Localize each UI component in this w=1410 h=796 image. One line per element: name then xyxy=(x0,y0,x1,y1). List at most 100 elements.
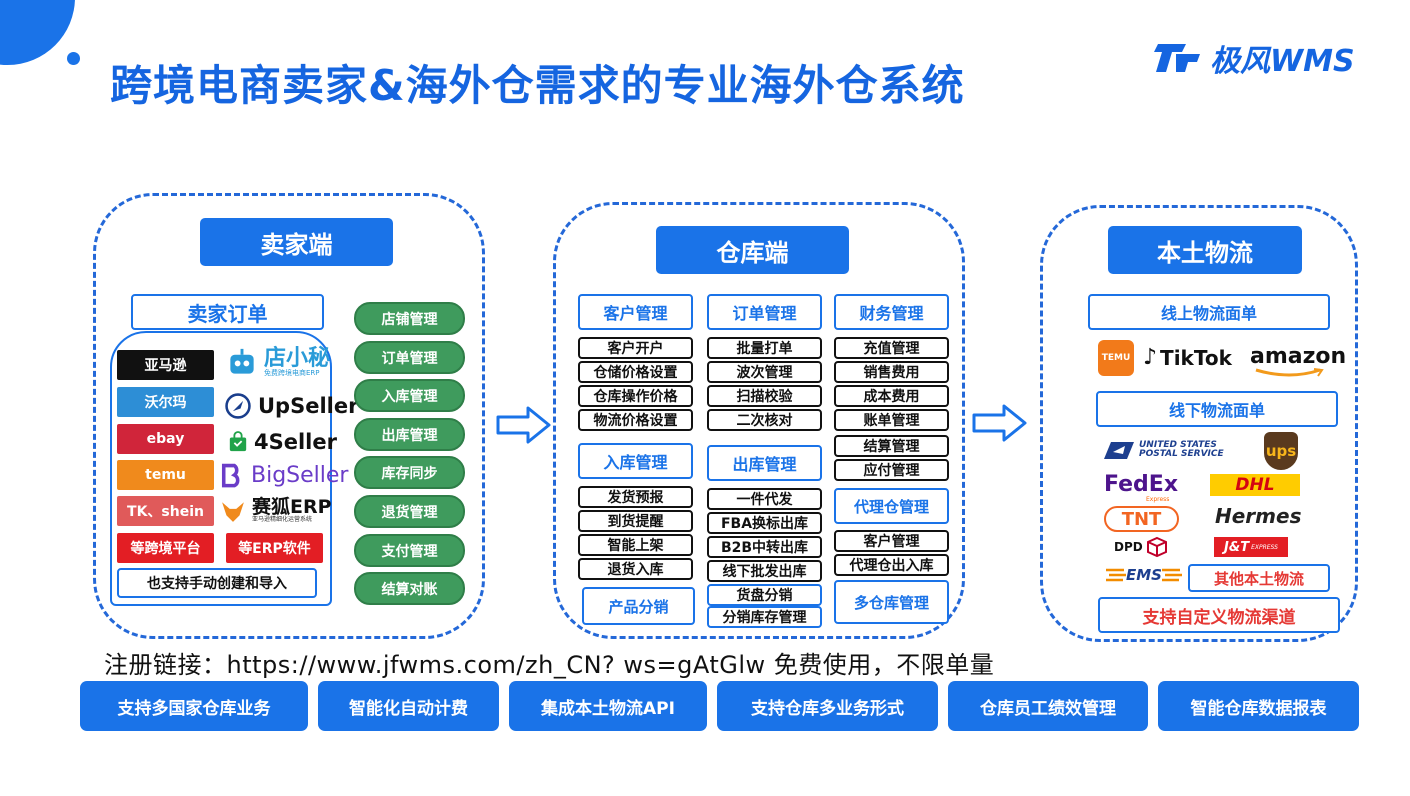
brand-logo: 极风WMS xyxy=(1152,36,1372,80)
seller-function-item: 入库管理 xyxy=(354,379,465,412)
ems-logo: EMS xyxy=(1106,566,1182,584)
fedex-logo-text: FedEx xyxy=(1104,472,1179,497)
inbound-mgmt-header: 入库管理 xyxy=(578,443,693,479)
warehouse-item: 仓库操作价格 xyxy=(578,385,693,407)
erp-bigseller-name: BigSeller xyxy=(251,462,349,488)
manual-import-note: 也支持手动创建和导入 xyxy=(117,568,317,598)
seller-orders-header: 卖家订单 xyxy=(131,294,324,330)
seller-orders-group xyxy=(110,331,332,606)
erp-saihu-name: 赛狐ERP xyxy=(252,496,332,518)
warehouse-item: 扫描校验 xyxy=(707,385,822,407)
feature-data-reports: 智能仓库数据报表 xyxy=(1158,681,1359,731)
warehouse-panel xyxy=(553,202,965,639)
agent-warehouse-header: 代理仓管理 xyxy=(834,488,949,524)
amazon-smile-icon xyxy=(1255,368,1324,377)
b-logo-icon xyxy=(221,463,240,488)
warehouse-item: 仓储价格设置 xyxy=(578,361,693,383)
ems-speed-lines-icon xyxy=(1106,568,1126,582)
warehouse-item: 二次核对 xyxy=(707,409,822,431)
warehouse-item: 销售费用 xyxy=(834,361,949,383)
jf-logo-icon xyxy=(1154,44,1200,72)
dpd-cube-icon xyxy=(1146,536,1167,558)
feature-multi-country: 支持多国家仓库业务 xyxy=(80,681,308,731)
platform-ebay: ebay xyxy=(117,424,214,454)
erp-saihu-tagline: 亚马逊精细化运营系统 xyxy=(252,516,313,523)
seller-function-item: 订单管理 xyxy=(354,341,465,374)
erp-dianxiaomi: 店小秘 免费跨境电商ERP xyxy=(226,346,330,378)
erp-upseller: UpSeller xyxy=(224,392,358,420)
feature-staff-performance: 仓库员工绩效管理 xyxy=(948,681,1148,731)
outbound-mgmt-header: 出库管理 xyxy=(707,445,822,481)
tnt-logo: TNT xyxy=(1104,506,1179,532)
warehouse-item: 批量打单 xyxy=(707,337,822,359)
fedex-logo: FedEx Express xyxy=(1104,472,1179,503)
amazon-logo-text: amazon xyxy=(1250,344,1347,369)
warehouse-item: FBA换标出库 xyxy=(707,512,822,534)
seller-function-item: 支付管理 xyxy=(354,534,465,567)
seller-function-item: 结算对账 xyxy=(354,572,465,605)
title-bullet xyxy=(67,52,80,65)
feature-logistics-api: 集成本土物流API xyxy=(509,681,707,731)
feature-multi-business: 支持仓库多业务形式 xyxy=(717,681,938,731)
finance-mgmt-header: 财务管理 xyxy=(834,294,949,330)
platform-walmart: 沃尔玛 xyxy=(117,387,214,417)
erp-bigseller: BigSeller xyxy=(219,462,348,488)
flow-arrow-icon xyxy=(972,404,1027,442)
seller-function-item: 退货管理 xyxy=(354,495,465,528)
order-mgmt-header: 订单管理 xyxy=(707,294,822,330)
fox-icon xyxy=(222,501,244,522)
warehouse-item: 应付管理 xyxy=(834,459,949,481)
erp-saihu: 赛狐ERP 亚马逊精细化运营系统 xyxy=(220,498,332,523)
warehouse-item: 线下批发出库 xyxy=(707,560,822,582)
dhl-logo-text: DHL xyxy=(1235,475,1275,495)
local-logistics-panel xyxy=(1040,205,1358,642)
dpd-logo-text: DPD xyxy=(1114,540,1143,554)
ems-logo-text: EMS xyxy=(1126,566,1162,584)
warehouse-item: 波次管理 xyxy=(707,361,822,383)
product-distribution-header: 产品分销 xyxy=(582,587,695,625)
erp-upseller-name: UpSeller xyxy=(258,394,359,418)
more-erp-badge: 等ERP软件 xyxy=(226,533,323,563)
offline-labels-header: 线下物流面单 xyxy=(1096,391,1338,427)
usps-logo: UNITED STATES POSTAL SERVICE xyxy=(1103,440,1224,460)
more-platforms-badge: 等跨境平台 xyxy=(117,533,214,563)
warehouse-item: 账单管理 xyxy=(834,409,949,431)
warehouse-item: 退货入库 xyxy=(578,558,693,580)
customer-mgmt-header: 客户管理 xyxy=(578,294,693,330)
jt-express-text: EXPRESS xyxy=(1251,543,1278,551)
erp-dianxiaomi-tagline: 免费跨境电商ERP xyxy=(264,368,320,377)
brand-name: 极风WMS xyxy=(1210,44,1355,79)
registration-link[interactable]: 注册链接：https://www.jfwms.com/zh_CN? ws=gAt… xyxy=(104,651,995,679)
fedex-express-text: Express xyxy=(1146,496,1170,503)
dhl-logo: DHL xyxy=(1210,474,1300,496)
usps-line2: POSTAL SERVICE xyxy=(1139,449,1224,459)
seller-function-item: 出库管理 xyxy=(354,418,465,451)
tiktok-note-icon: ♪ xyxy=(1143,345,1158,370)
platform-tk-shein: TK、shein xyxy=(117,496,214,526)
ups-logo: ups xyxy=(1264,432,1298,470)
warehouse-item: 货盘分销 xyxy=(707,584,822,606)
ems-speed-lines-icon xyxy=(1161,568,1182,582)
tiktok-logo: ♪ TikTok xyxy=(1143,345,1232,370)
page-title: 跨境电商卖家&海外仓需求的专业海外仓系统 xyxy=(110,61,965,110)
jt-logo-text: J&T xyxy=(1224,539,1250,555)
platform-temu: temu xyxy=(117,460,214,490)
ups-logo-text: ups xyxy=(1265,442,1297,460)
warehouse-item: 物流价格设置 xyxy=(578,409,693,431)
online-labels-header: 线上物流面单 xyxy=(1088,294,1330,330)
usps-line1: UNITED STATES xyxy=(1139,439,1217,450)
local-logistics-header: 本土物流 xyxy=(1108,226,1302,274)
warehouse-item: 分销库存管理 xyxy=(707,606,822,628)
erp-dianxiaomi-name: 店小秘 xyxy=(264,345,331,371)
usps-eagle-icon xyxy=(1104,442,1134,459)
robot-icon xyxy=(230,348,254,374)
tnt-logo-text: TNT xyxy=(1121,508,1162,530)
warehouse-item: 客户管理 xyxy=(834,530,949,552)
temu-logo-text: TEMU xyxy=(1101,353,1131,363)
warehouse-item: 一件代发 xyxy=(707,488,822,510)
flow-arrow-icon xyxy=(496,406,551,444)
seller-function-item: 店铺管理 xyxy=(354,302,465,335)
warehouse-item: 发货预报 xyxy=(578,486,693,508)
amazon-logo: amazon xyxy=(1250,344,1347,377)
bag-icon xyxy=(229,431,247,452)
